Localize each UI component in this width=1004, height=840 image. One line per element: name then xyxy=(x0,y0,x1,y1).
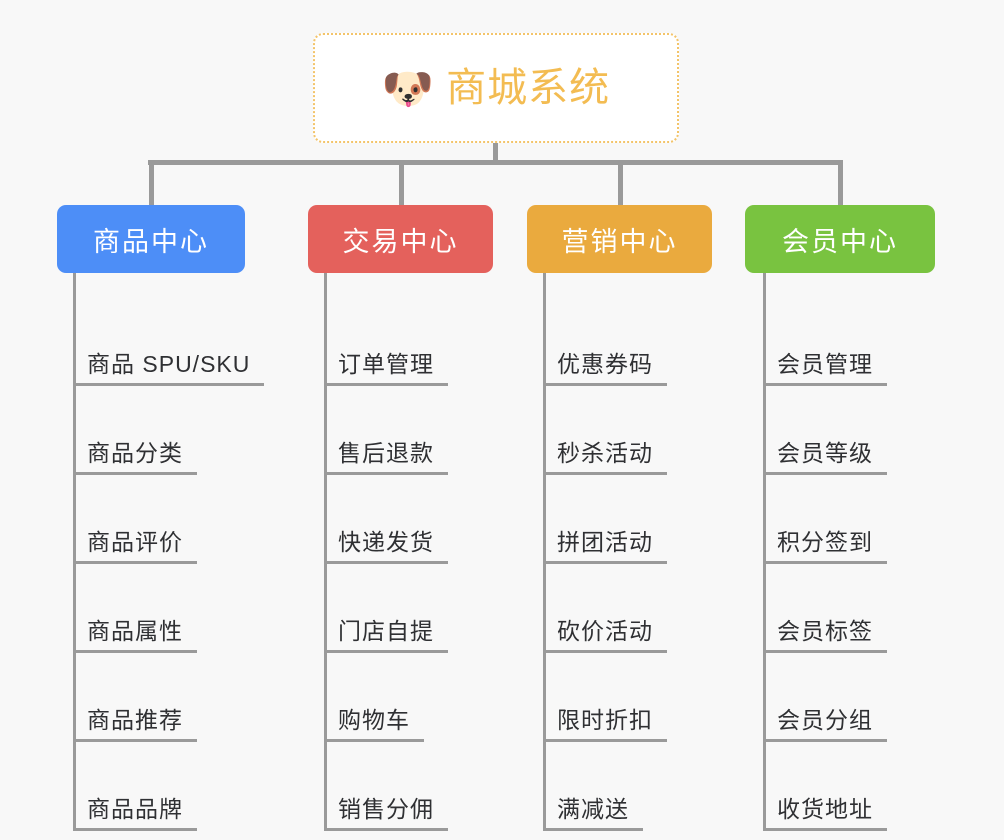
leaf-item-label: 商品推荐 xyxy=(73,707,197,742)
leaf-item[interactable]: 商品品牌 xyxy=(73,742,197,831)
leaf-item[interactable]: 会员标签 xyxy=(763,564,887,653)
column-spine-product-center xyxy=(73,273,76,831)
leaf-item[interactable]: 秒杀活动 xyxy=(543,386,667,475)
leaf-item-label: 砍价活动 xyxy=(543,618,667,653)
leaf-item-label: 售后退款 xyxy=(324,440,448,475)
leaf-item-label: 限时折扣 xyxy=(543,707,667,742)
column-product-center: 商品中心商品 SPU/SKU 商品分类商品评价商品属性商品推荐商品品牌 xyxy=(57,205,265,831)
column-header-marketing-center[interactable]: 营销中心 xyxy=(527,205,712,273)
column-header-label: 营销中心 xyxy=(561,226,678,257)
column-body-trade-center: 订单管理售后退款快递发货门店自提购物车销售分佣 xyxy=(308,273,493,831)
column-spine-trade-center xyxy=(324,273,327,831)
leaf-item-label: 购物车 xyxy=(324,707,424,742)
column-header-product-center[interactable]: 商品中心 xyxy=(57,205,245,273)
leaf-item[interactable]: 收货地址 xyxy=(763,742,887,831)
connector-drop-member-center xyxy=(838,160,843,206)
column-trade-center: 交易中心订单管理售后退款快递发货门店自提购物车销售分佣 xyxy=(308,205,493,831)
root-node[interactable]: 🐶 商城系统 xyxy=(313,33,679,143)
leaf-item[interactable]: 售后退款 xyxy=(324,386,448,475)
leaf-item-label: 会员管理 xyxy=(763,351,887,386)
column-spine-member-center xyxy=(763,273,766,831)
column-body-member-center: 会员管理会员等级积分签到会员标签会员分组收货地址 xyxy=(745,273,935,831)
column-marketing-center: 营销中心优惠券码秒杀活动拼团活动砍价活动限时折扣满减送 xyxy=(527,205,712,831)
leaf-item[interactable]: 满减送 xyxy=(543,742,643,831)
leaf-item-label: 商品 SPU/SKU xyxy=(73,351,265,386)
leaf-item[interactable]: 商品分类 xyxy=(73,386,197,475)
connector-stem xyxy=(493,143,498,163)
column-member-center: 会员中心会员管理会员等级积分签到会员标签会员分组收货地址 xyxy=(745,205,935,831)
leaf-item[interactable]: 会员管理 xyxy=(763,297,887,386)
leaf-item[interactable]: 会员分组 xyxy=(763,653,887,742)
leaf-item-label: 积分签到 xyxy=(763,529,887,564)
column-header-trade-center[interactable]: 交易中心 xyxy=(308,205,493,273)
leaf-item[interactable]: 购物车 xyxy=(324,653,424,742)
leaf-item-label: 商品品牌 xyxy=(73,796,197,831)
leaf-item[interactable]: 销售分佣 xyxy=(324,742,448,831)
column-header-label: 交易中心 xyxy=(342,226,459,257)
leaf-item-label: 收货地址 xyxy=(763,796,887,831)
leaf-item-label: 商品属性 xyxy=(73,618,197,653)
connector-bar xyxy=(148,160,839,165)
column-header-label: 商品中心 xyxy=(93,226,209,257)
leaf-item-label: 会员等级 xyxy=(763,440,887,475)
leaf-item[interactable]: 门店自提 xyxy=(324,564,448,653)
leaf-item[interactable]: 商品 SPU/SKU xyxy=(73,297,265,386)
connector-drop-product-center xyxy=(149,160,154,206)
leaf-item-label: 拼团活动 xyxy=(543,529,667,564)
leaf-item[interactable]: 快递发货 xyxy=(324,475,448,564)
column-body-product-center: 商品 SPU/SKU 商品分类商品评价商品属性商品推荐商品品牌 xyxy=(57,273,265,831)
column-spine-marketing-center xyxy=(543,273,546,831)
leaf-item[interactable]: 商品推荐 xyxy=(73,653,197,742)
leaf-item[interactable]: 优惠券码 xyxy=(543,297,667,386)
dog-face-icon: 🐶 xyxy=(381,65,435,112)
leaf-item[interactable]: 订单管理 xyxy=(324,297,448,386)
column-header-label: 会员中心 xyxy=(782,226,898,257)
leaf-item-label: 会员标签 xyxy=(763,618,887,653)
leaf-item[interactable]: 商品评价 xyxy=(73,475,197,564)
leaf-item-label: 商品评价 xyxy=(73,529,197,564)
leaf-item-label: 优惠券码 xyxy=(543,351,667,386)
connector-drop-trade-center xyxy=(399,160,404,206)
leaf-item[interactable]: 拼团活动 xyxy=(543,475,667,564)
leaf-item[interactable]: 砍价活动 xyxy=(543,564,667,653)
column-header-member-center[interactable]: 会员中心 xyxy=(745,205,935,273)
leaf-item-label: 销售分佣 xyxy=(324,796,448,831)
leaf-item-label: 秒杀活动 xyxy=(543,440,667,475)
leaf-item-label: 快递发货 xyxy=(324,529,448,564)
leaf-item[interactable]: 会员等级 xyxy=(763,386,887,475)
leaf-item[interactable]: 积分签到 xyxy=(763,475,887,564)
leaf-item[interactable]: 商品属性 xyxy=(73,564,197,653)
leaf-item[interactable]: 限时折扣 xyxy=(543,653,667,742)
leaf-item-label: 会员分组 xyxy=(763,707,887,742)
column-body-marketing-center: 优惠券码秒杀活动拼团活动砍价活动限时折扣满减送 xyxy=(527,273,712,831)
leaf-item-label: 门店自提 xyxy=(324,618,448,653)
connector-drop-marketing-center xyxy=(618,160,623,206)
leaf-item-label: 满减送 xyxy=(543,796,643,831)
leaf-item-label: 订单管理 xyxy=(324,351,448,386)
leaf-item-label: 商品分类 xyxy=(73,440,197,475)
root-title: 商城系统 xyxy=(446,66,611,110)
